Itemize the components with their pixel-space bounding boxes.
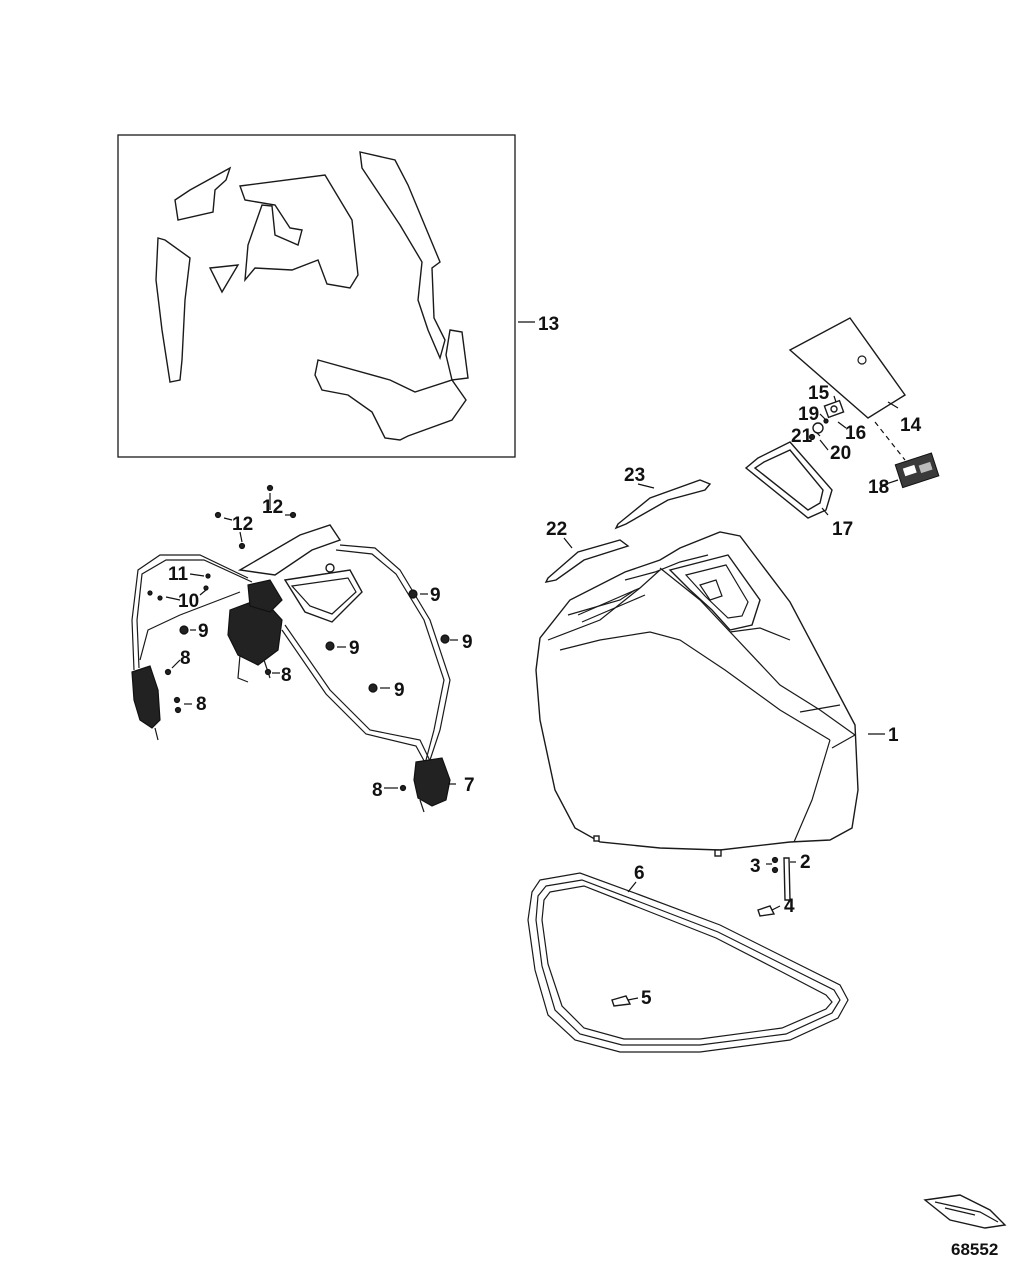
screw-3a xyxy=(771,856,779,864)
callout-labels: 13 1 14 15 19 16 21 20 18 17 23 22 6 2 3… xyxy=(168,314,922,1009)
trim-strip-23 xyxy=(614,479,712,530)
callout-13: 13 xyxy=(538,314,559,335)
callout-22: 22 xyxy=(546,519,567,540)
cover-hole xyxy=(857,355,867,365)
clip-4 xyxy=(757,905,776,917)
assembly-line xyxy=(874,421,906,461)
latch-cable-assembly xyxy=(131,484,451,813)
chaps-seal xyxy=(527,872,849,1053)
boat-icon xyxy=(923,1194,1007,1229)
callout-2: 2 xyxy=(800,852,811,873)
callout-17: 17 xyxy=(832,519,853,540)
callout-6: 6 xyxy=(634,863,645,884)
decal-part xyxy=(894,452,940,489)
insulation-kit-box xyxy=(117,134,516,458)
callout-16: 16 xyxy=(845,423,866,444)
callout-7: 7 xyxy=(464,775,475,796)
callout-21: 21 xyxy=(791,426,813,447)
callout-8-a: 8 xyxy=(180,648,191,669)
trim-strip-22 xyxy=(544,539,630,583)
top-cover-plate xyxy=(788,317,907,419)
callout-8-c: 8 xyxy=(196,694,207,715)
callout-1: 1 xyxy=(888,725,899,746)
callout-23: 23 xyxy=(624,465,645,486)
callout-9-b: 9 xyxy=(198,621,209,642)
callout-12-a: 12 xyxy=(262,497,283,518)
callout-12-b: 12 xyxy=(232,514,253,535)
clip-5 xyxy=(611,995,632,1007)
callout-15: 15 xyxy=(808,383,830,404)
callout-8-d: 8 xyxy=(372,780,383,801)
callout-18: 18 xyxy=(868,477,889,498)
callout-14: 14 xyxy=(900,415,922,436)
callout-4: 4 xyxy=(784,896,795,917)
access-door-seal xyxy=(744,441,833,519)
callout-10: 10 xyxy=(178,591,199,612)
callout-9-c: 9 xyxy=(349,638,360,659)
drawing-number: 68552 xyxy=(951,1240,998,1259)
small-hardware-cluster xyxy=(808,399,845,441)
callout-19: 19 xyxy=(798,404,819,425)
latch-strap xyxy=(783,857,791,901)
callout-3: 3 xyxy=(750,856,761,877)
leader-lines xyxy=(165,321,899,1001)
callout-9-a: 9 xyxy=(430,585,441,606)
callout-20: 20 xyxy=(830,443,851,464)
callout-9-d: 9 xyxy=(462,632,473,653)
callout-9-e: 9 xyxy=(394,680,405,701)
screw-3b xyxy=(771,866,779,874)
callout-8-b: 8 xyxy=(281,665,292,686)
top-cowl xyxy=(535,531,859,857)
callout-5: 5 xyxy=(641,988,652,1009)
callout-11: 11 xyxy=(168,564,189,585)
